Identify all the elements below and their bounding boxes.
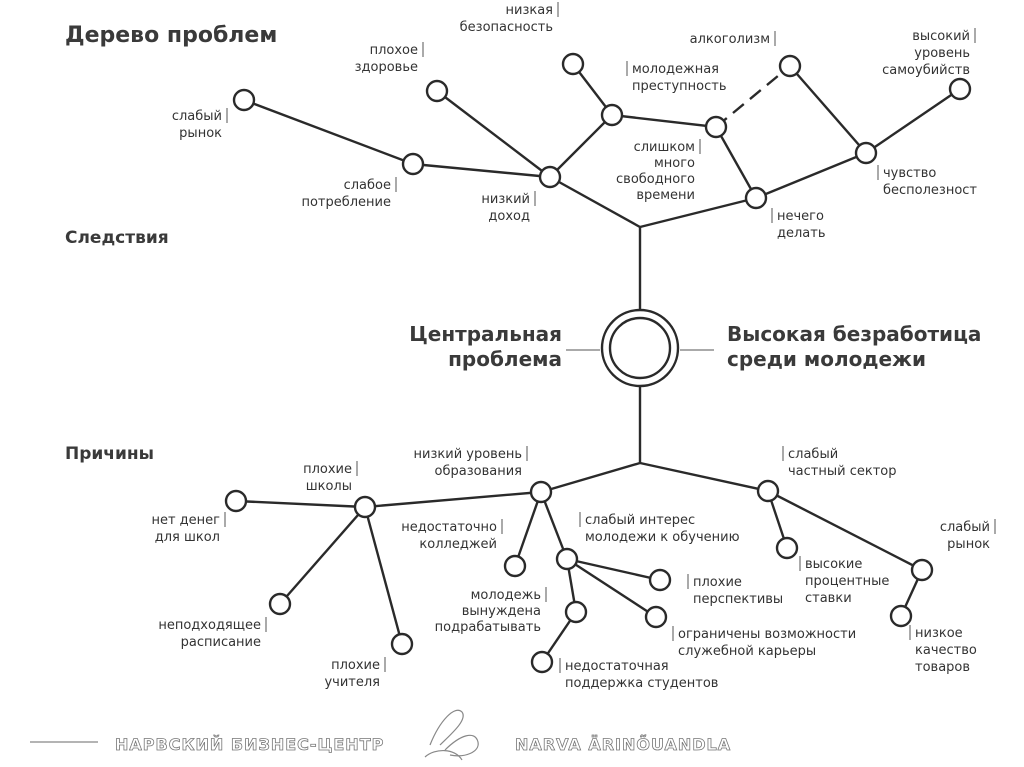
central-problem-inner-circle xyxy=(608,316,672,380)
tree-edge xyxy=(714,126,758,199)
node-c_wi xyxy=(555,547,579,571)
tree-edge xyxy=(549,175,641,229)
tree-edge xyxy=(436,90,551,178)
node-c_bp xyxy=(648,568,672,592)
node-e_su xyxy=(948,77,972,101)
tree-edge xyxy=(865,88,961,154)
node-e_tt xyxy=(704,115,728,139)
node-e_nd xyxy=(744,186,768,210)
tree-edge xyxy=(566,557,661,582)
tree-edge xyxy=(363,506,404,645)
node-e_wm xyxy=(232,88,256,112)
section-effects: Следствия xyxy=(65,228,169,248)
tree-edge xyxy=(789,65,867,154)
tree-edge xyxy=(243,98,414,166)
tree-edge xyxy=(639,461,769,493)
node-c_hr xyxy=(775,536,799,560)
node-c_nm xyxy=(224,489,248,513)
node-e_wc xyxy=(401,152,425,176)
tree-edge xyxy=(279,506,366,605)
tree-nodes xyxy=(224,52,972,674)
section-causes: Причины xyxy=(65,444,154,464)
tree-edge xyxy=(755,151,867,200)
node-c_ss xyxy=(530,650,554,674)
node-e_al xyxy=(778,54,802,78)
node-c_lq xyxy=(889,604,913,628)
footer: НАРВСКИЙ БИЗНЕС-ЦЕНТР NARVA ÄRINÕUANDLA xyxy=(30,709,731,761)
logo-icon xyxy=(424,709,479,761)
node-c_fw xyxy=(564,600,588,624)
node-c_sc xyxy=(268,592,292,616)
node-c_le xyxy=(529,480,553,504)
node-e_yc xyxy=(600,103,624,127)
page-title: Дерево проблем xyxy=(65,23,277,48)
footer-right-text: NARVA ÄRINÕUANDLA xyxy=(515,735,731,754)
node-e_ls xyxy=(561,52,585,76)
tree-edge xyxy=(549,114,613,178)
node-e_ph xyxy=(425,79,449,103)
tree-edge xyxy=(513,491,543,567)
tree-edge xyxy=(566,557,657,619)
dashed-edge xyxy=(715,65,791,128)
node-e_li xyxy=(538,165,562,189)
tree-edge xyxy=(540,461,641,494)
node-c_fc xyxy=(503,554,527,578)
tree-edge xyxy=(235,499,366,509)
label-effects-alcoholism: алкоголизм xyxy=(690,32,770,47)
node-c_lc xyxy=(644,605,668,629)
node-c_wp xyxy=(756,479,780,503)
tree-edge xyxy=(364,490,542,509)
node-c_bs xyxy=(353,495,377,519)
node-c_bt xyxy=(390,632,414,656)
tree-edge xyxy=(611,113,717,129)
node-e_us xyxy=(854,141,878,165)
tree-edge xyxy=(412,162,551,179)
node-c_wm xyxy=(910,558,934,582)
tree-edge xyxy=(539,491,569,560)
tree-edge xyxy=(767,489,923,572)
tree-edge xyxy=(639,196,757,229)
footer-left-text: НАРВСКИЙ БИЗНЕС-ЦЕНТР xyxy=(115,735,384,754)
